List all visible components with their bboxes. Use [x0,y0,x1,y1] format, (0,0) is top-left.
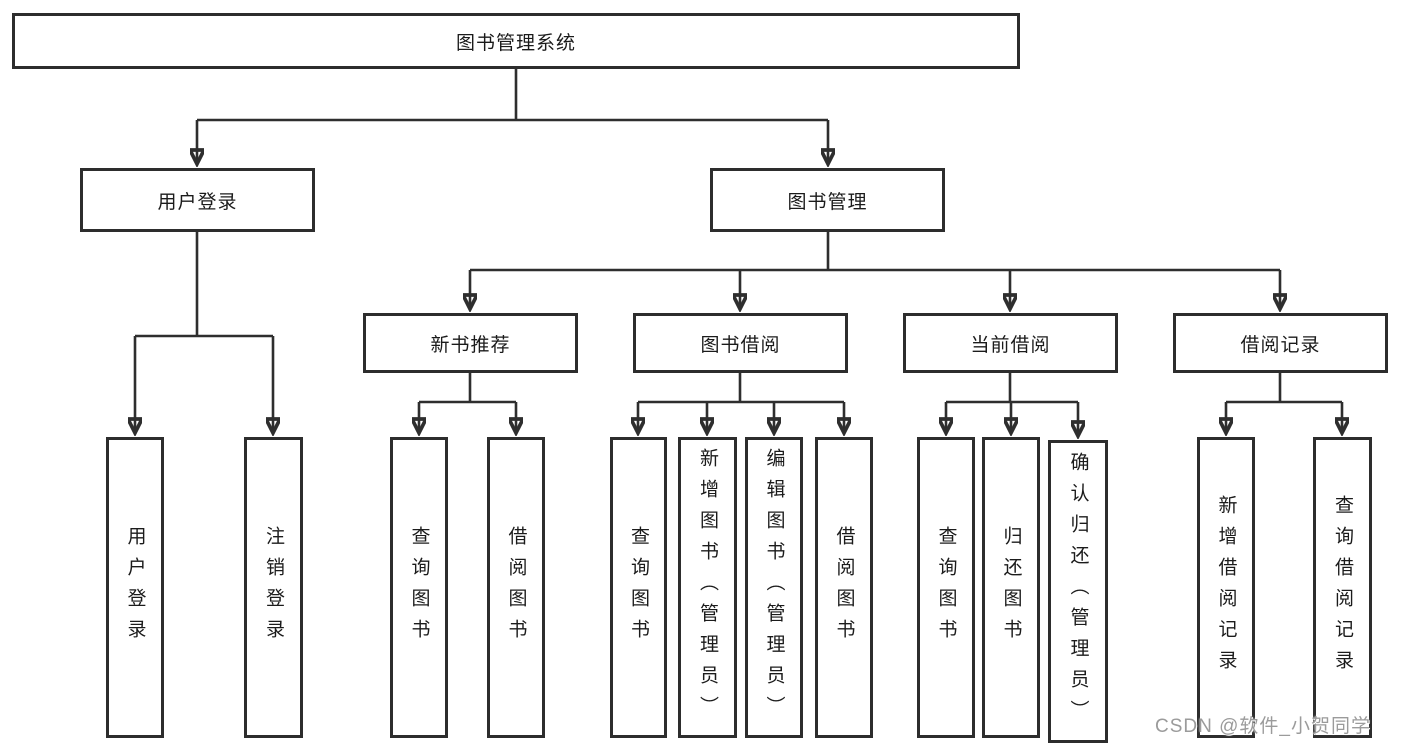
node-new-book-recommend: 新书推荐 [363,313,578,373]
node-label: 归还图书 [1000,525,1022,650]
node-current-borrow: 当前借阅 [903,313,1118,373]
leaf-logout-login: 注销登录 [244,437,303,738]
node-label: 借阅记录 [1240,334,1321,356]
leaf-nb-borrow-books: 借阅图书 [487,437,545,738]
node-label: 查询图书 [408,525,430,650]
watermark: CSDN @软件_小贺同学 [1155,716,1371,737]
node-library-system: 图书管理系统 [12,13,1020,69]
leaf-cb-query-books: 查询图书 [917,437,975,738]
node-label: 用户登录 [124,525,146,650]
leaf-br-query-record: 查询借阅记录 [1313,437,1372,738]
node-label: 查询图书 [628,525,649,650]
leaf-nb-query-books: 查询图书 [390,437,448,738]
node-book-borrow: 图书借阅 [633,313,848,373]
node-label: 用户登录 [157,191,238,213]
node-label: 图书借阅 [700,334,781,356]
leaf-bb-borrow-books: 借阅图书 [815,437,873,738]
node-label: 图书管理 [787,191,868,213]
leaf-cb-confirm-return-admin: 确认归还（管理员） [1048,440,1108,743]
node-label: 新增借阅记录 [1215,494,1237,681]
node-label: 编辑图书（管理员） [763,448,785,727]
node-label: 查询图书 [935,525,957,650]
node-label: 查询借阅记录 [1332,494,1353,681]
node-label: 借阅图书 [833,525,855,650]
leaf-bb-add-books-admin: 新增图书（管理员） [678,437,737,738]
node-label: 新增图书（管理员） [697,448,718,727]
leaf-user-login: 用户登录 [106,437,164,738]
node-label: 当前借阅 [970,334,1051,356]
node-label: 确认归还（管理员） [1067,452,1089,731]
node-label: 注销登录 [263,525,284,650]
node-book-management: 图书管理 [710,168,945,232]
node-user-login: 用户登录 [80,168,315,232]
node-label: 新书推荐 [430,334,511,356]
leaf-bb-query-books: 查询图书 [610,437,667,738]
leaf-cb-return-books: 归还图书 [982,437,1040,738]
node-label: 借阅图书 [505,525,527,650]
node-borrow-record: 借阅记录 [1173,313,1388,373]
node-label: 图书管理系统 [455,32,576,54]
leaf-bb-edit-books-admin: 编辑图书（管理员） [745,437,803,738]
leaf-br-add-record: 新增借阅记录 [1197,437,1255,738]
